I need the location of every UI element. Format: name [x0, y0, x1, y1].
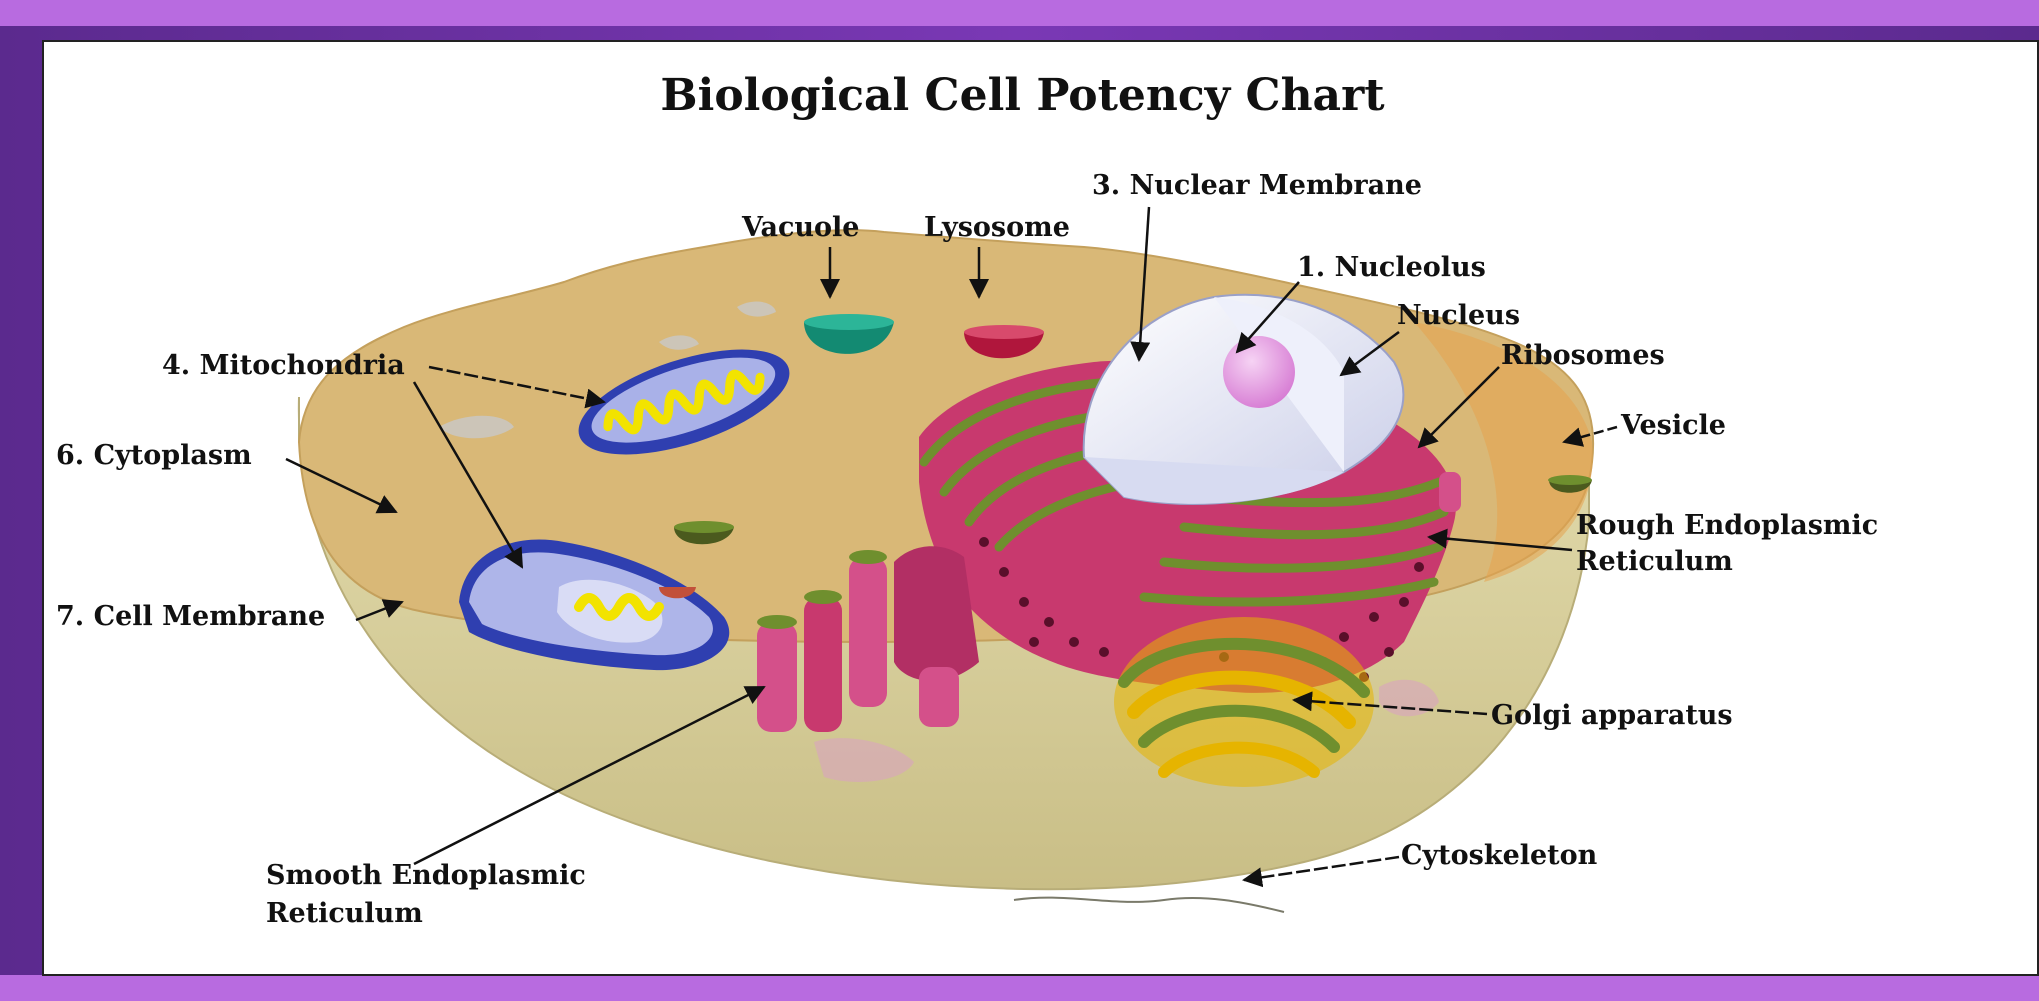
diagram-panel: Biological Cell Potency Chart [42, 40, 2039, 976]
label-vacuole: Vacuole [741, 212, 859, 243]
small-vesicle-rim [674, 521, 734, 533]
label-golgi: Golgi apparatus [1491, 700, 1733, 731]
frame-top-band [0, 0, 2039, 26]
label-ribosomes: Ribosomes [1501, 340, 1665, 371]
label-cell-membrane: 7. Cell Membrane [56, 601, 325, 632]
label-nucleolus: 1. Nucleolus [1297, 252, 1486, 283]
vesicle-rim [1548, 475, 1592, 485]
cytoskeleton-strand [1014, 898, 1284, 912]
label-nucleus: Nucleus [1397, 300, 1520, 331]
label-nuclear-membrane: 3. Nuclear Membrane [1092, 170, 1422, 201]
nucleolus-shape [1223, 336, 1295, 408]
label-cytoplasm: 6. Cytoplasm [56, 440, 252, 471]
lysosome-rim [964, 325, 1044, 339]
label-lysosome: Lysosome [924, 212, 1070, 243]
label-smooth-er-line2: Reticulum [266, 898, 423, 929]
label-rough-er-line2: Reticulum [1576, 546, 1733, 577]
label-mitochondria: 4. Mitochondria [162, 350, 405, 381]
vacuole-rim [804, 314, 894, 330]
ribosome-nub [1439, 472, 1461, 512]
frame-bottom-band [0, 975, 2039, 1001]
label-vesicle: Vesicle [1620, 410, 1726, 441]
label-cytoskeleton: Cytoskeleton [1401, 840, 1598, 871]
label-rough-er-line1: Rough Endoplasmic [1576, 510, 1878, 541]
cell-diagram: 3. Nuclear Membrane Vacuole Lysosome 1. … [44, 42, 2037, 974]
label-smooth-er-line1: Smooth Endoplasmic [266, 860, 586, 891]
